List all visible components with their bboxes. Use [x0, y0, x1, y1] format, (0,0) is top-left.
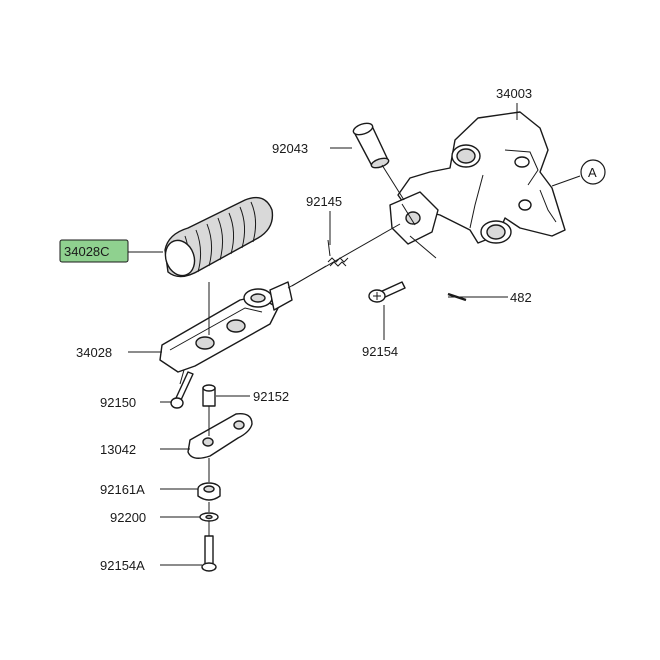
label-34028c: 34028C: [64, 244, 110, 259]
circlip-part: [447, 292, 467, 302]
label-34003: 34003: [496, 86, 532, 101]
plate-part: [187, 413, 253, 459]
label-34028: 34028: [76, 345, 112, 360]
collar-part: [202, 384, 216, 407]
pivot-pin-part: [352, 122, 390, 169]
label-482: 482: [510, 290, 532, 305]
bolt-part: [170, 371, 194, 409]
bracket-part: [389, 111, 566, 245]
leader-lines: [128, 103, 581, 566]
label-92154a: 92154A: [100, 558, 145, 573]
washer-part: [199, 512, 219, 522]
label-92043: 92043: [272, 141, 308, 156]
footpeg-body-part: [159, 281, 293, 373]
screw-part: [368, 281, 406, 303]
label-92161a: 92161A: [100, 482, 145, 497]
assembly-lines: [179, 164, 437, 536]
reference-a-circle: [580, 159, 606, 185]
label-92150: 92150: [100, 395, 136, 410]
footpeg-rubber-part: [164, 196, 274, 278]
long-bolt-part: [201, 535, 217, 572]
grommet-part: [197, 482, 221, 501]
reference-a-label: A: [588, 165, 597, 180]
label-13042: 13042: [100, 442, 136, 457]
label-34028c-highlight: [59, 239, 129, 263]
spring-part: [327, 239, 349, 267]
label-92152: 92152: [253, 389, 289, 404]
label-92154: 92154: [362, 344, 398, 359]
label-92145: 92145: [306, 194, 342, 209]
label-92200: 92200: [110, 510, 146, 525]
